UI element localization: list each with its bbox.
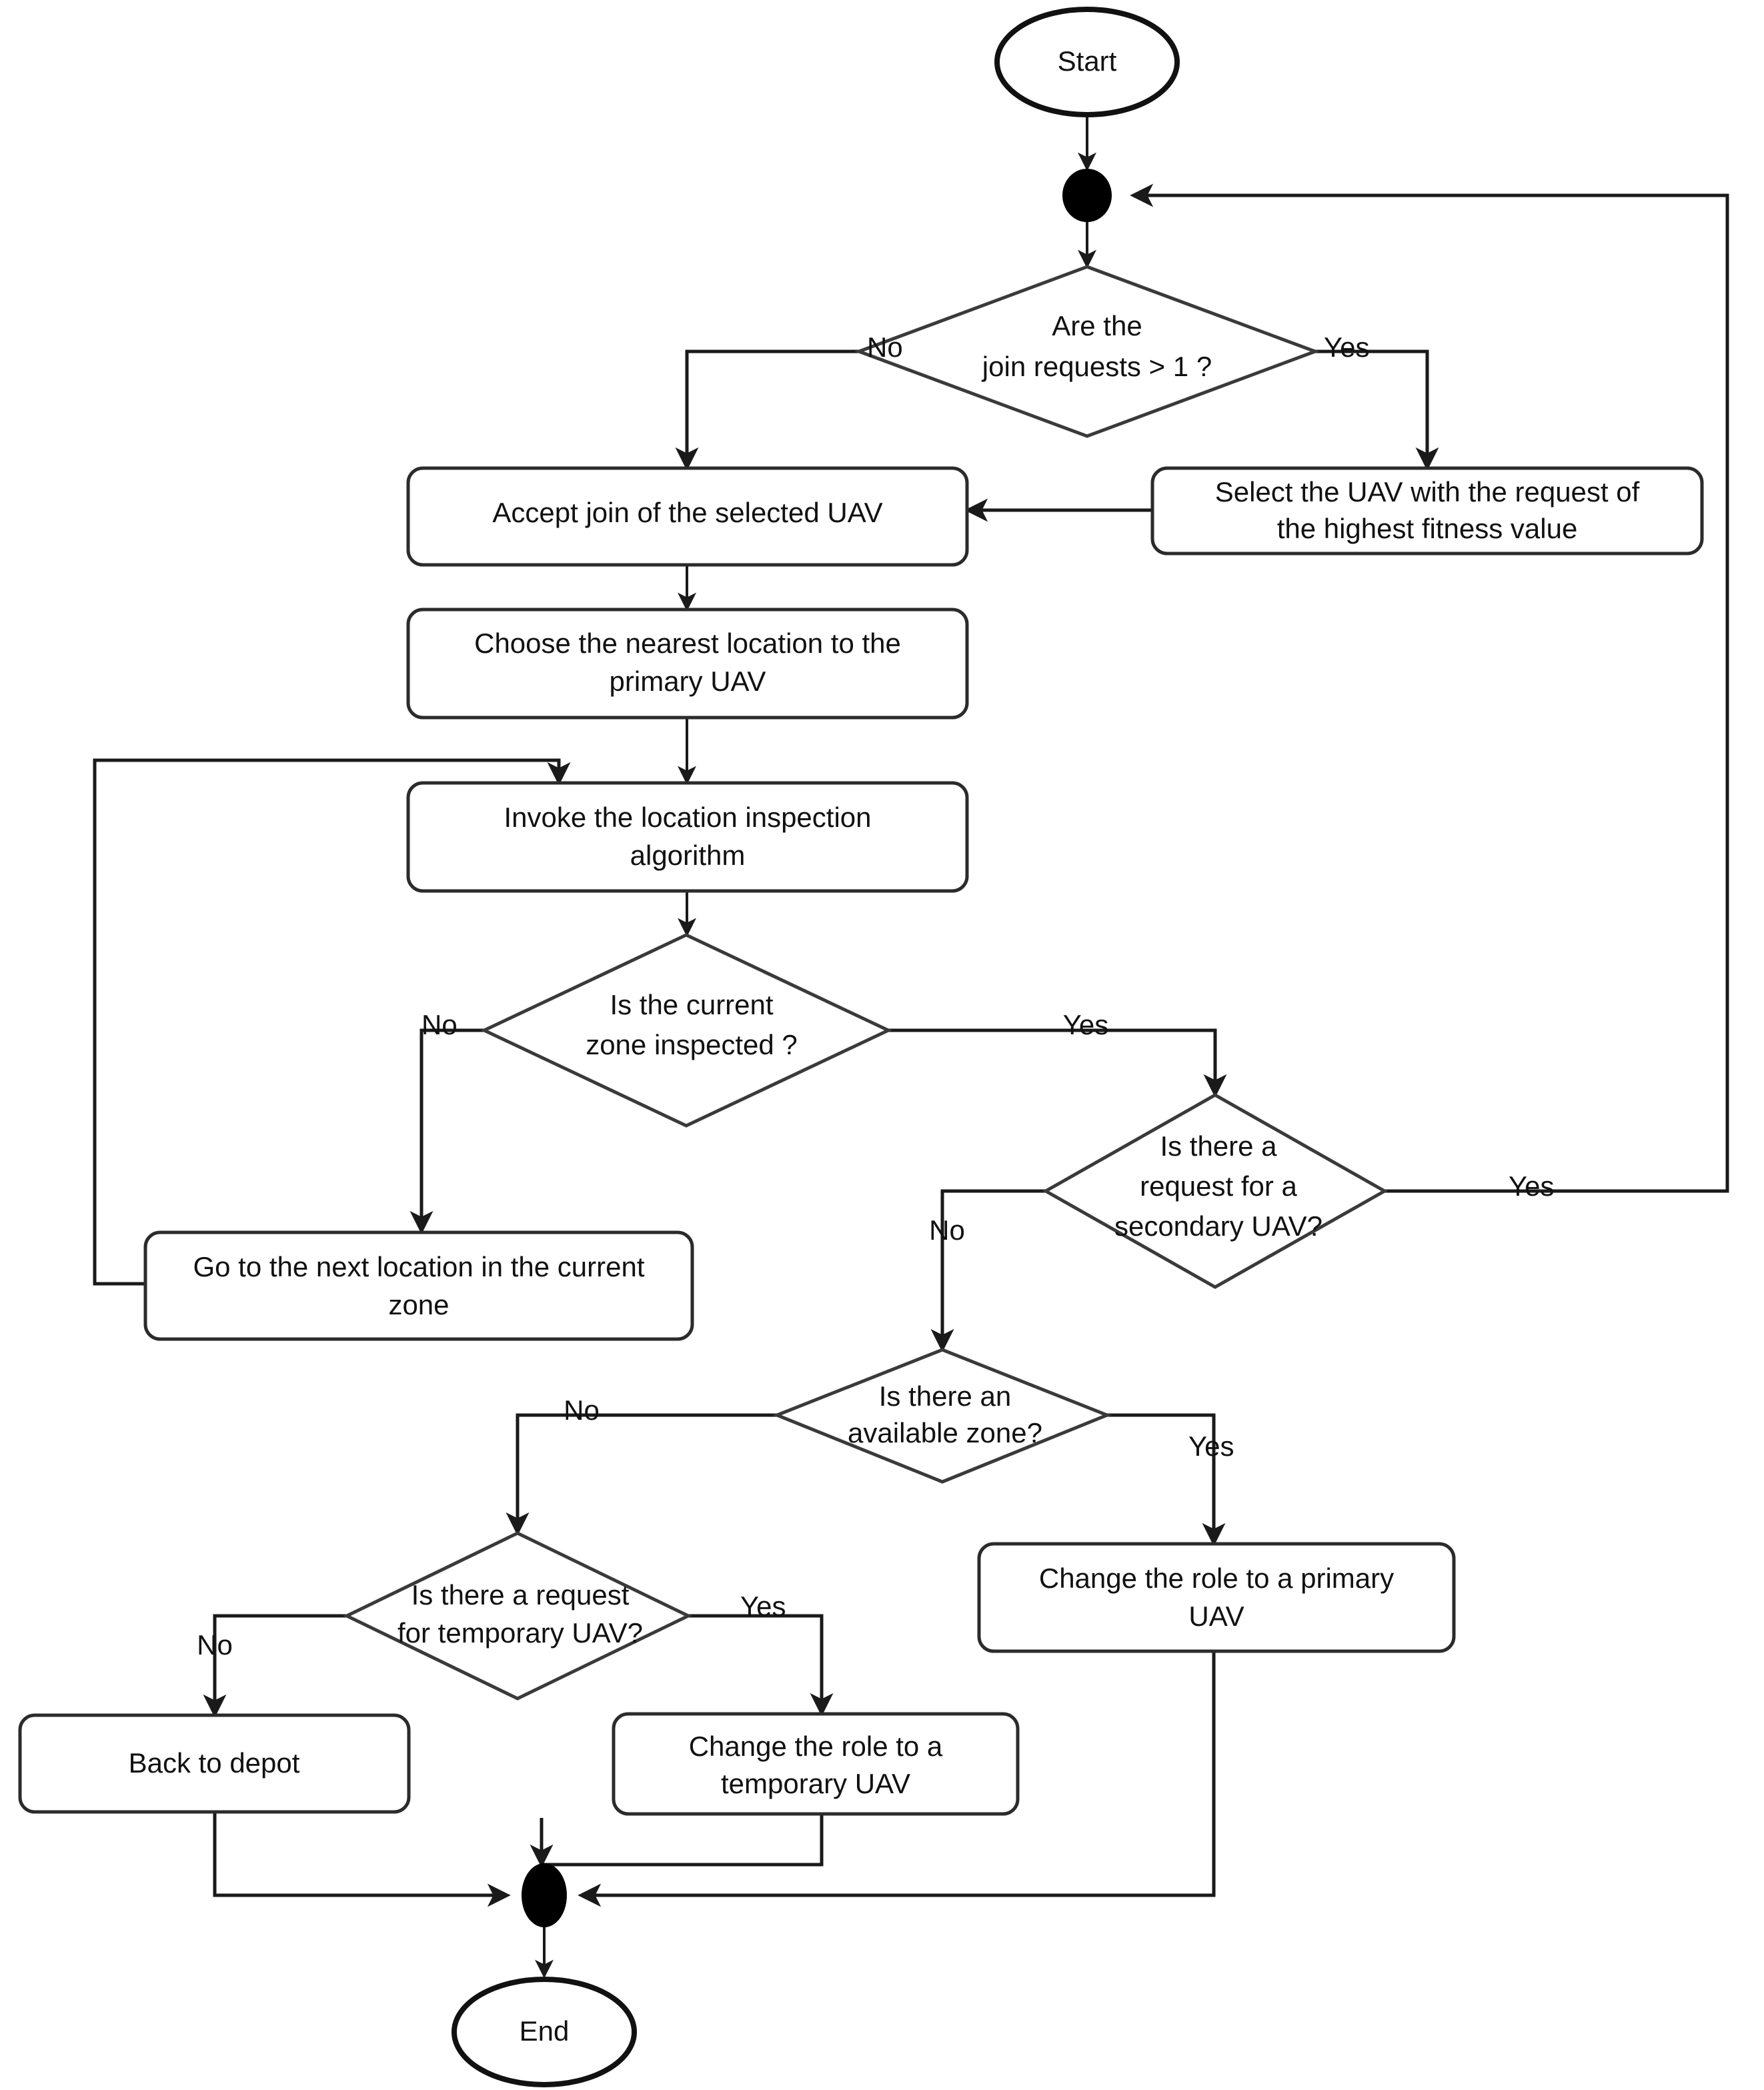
node-role-temporary-line2: temporary UAV — [721, 1768, 910, 1799]
edge-label-join-yes: Yes — [1324, 331, 1370, 363]
node-decision-join-requests-line2: join requests > 1 ? — [981, 351, 1212, 382]
edge-temp-yes-to-role-temp — [688, 1614, 834, 1717]
node-select-uav-line2: the highest fitness value — [1277, 513, 1578, 544]
node-decision-temporary-uav-line1: Is there a request — [411, 1579, 630, 1611]
node-decision-zone-inspected-line2: zone inspected ? — [586, 1029, 798, 1060]
edge-role-temp-to-merge-bottom — [530, 1814, 824, 1868]
edge-label-join-no: No — [867, 331, 903, 363]
node-end[interactable]: End — [452, 1977, 637, 2087]
node-invoke-algorithm[interactable]: Invoke the location inspection algorithm — [406, 781, 969, 893]
edge-label-avail-no: No — [564, 1394, 600, 1426]
node-decision-join-requests[interactable]: Are the join requests > 1 ? — [854, 265, 1320, 438]
edge-zone-no-to-next-location — [409, 1028, 484, 1234]
edge-next-location-loop-to-invoke — [93, 758, 571, 1286]
node-accept-join[interactable]: Accept join of the selected UAV — [406, 466, 969, 567]
node-start[interactable]: Start — [994, 7, 1180, 117]
edge-secondary-no-to-avail-zone — [930, 1189, 1046, 1352]
node-role-primary[interactable]: Change the role to a primary UAV — [977, 1542, 1456, 1653]
node-select-uav-line1: Select the UAV with the request of — [1215, 476, 1640, 507]
edge-label-zone-no: No — [421, 1009, 458, 1040]
node-next-location-line1: Go to the next location in the current — [193, 1251, 644, 1282]
node-start-label: Start — [1058, 45, 1117, 77]
node-next-location-line2: zone — [388, 1289, 449, 1320]
node-role-primary-line2: UAV — [1188, 1601, 1244, 1632]
node-merge-bottom[interactable] — [522, 1863, 567, 1927]
node-invoke-algorithm-line1: Invoke the location inspection — [504, 802, 871, 833]
node-choose-nearest-line2: primary UAV — [610, 666, 766, 697]
edge-avail-yes-to-role-primary — [1107, 1413, 1226, 1546]
node-choose-nearest-location[interactable]: Choose the nearest location to the prima… — [406, 608, 969, 720]
node-decision-zone-inspected-line1: Is the current — [610, 989, 773, 1020]
node-decision-available-zone-line1: Is there an — [879, 1380, 1011, 1412]
edge-label-avail-yes: Yes — [1188, 1430, 1234, 1462]
edge-role-primary-to-merge-bottom — [578, 1651, 1216, 1907]
edge-label-secondary-yes: Yes — [1509, 1170, 1555, 1202]
node-select-uav[interactable]: Select the UAV with the request of the h… — [1150, 466, 1704, 556]
edge-secondary-yes-to-merge-top — [1130, 183, 1729, 1193]
edge-label-temp-yes: Yes — [740, 1591, 786, 1622]
edge-avail-no-to-temp — [506, 1413, 777, 1536]
edge-temp-no-to-back-depot — [203, 1614, 347, 1718]
node-merge-top[interactable] — [1062, 169, 1112, 222]
edge-zone-yes-to-secondary — [888, 1028, 1227, 1098]
node-decision-available-zone[interactable]: Is there an available zone? — [772, 1348, 1112, 1484]
node-role-primary-line1: Change the role to a primary — [1039, 1562, 1394, 1594]
node-end-label: End — [520, 2015, 570, 2047]
node-decision-secondary-uav[interactable]: Is there a request for a secondary UAV? — [1042, 1093, 1389, 1289]
node-invoke-algorithm-line2: algorithm — [630, 840, 746, 871]
edge-back-depot-to-merge-bottom — [213, 1777, 511, 1907]
node-back-to-depot[interactable]: Back to depot — [18, 1713, 411, 1814]
node-decision-temporary-uav[interactable]: Is there a request for temporary UAV? — [343, 1531, 692, 1701]
node-decision-join-requests-line1: Are the — [1052, 310, 1142, 341]
edge-join-no-to-accept — [675, 349, 859, 471]
edge-label-secondary-no: No — [929, 1214, 965, 1246]
node-decision-secondary-uav-line3: secondary UAV? — [1114, 1210, 1322, 1242]
edge-label-zone-yes: Yes — [1063, 1009, 1109, 1040]
edge-join-yes-to-select — [1315, 349, 1439, 471]
edge-label-temp-no: No — [197, 1629, 233, 1661]
node-choose-nearest-line1: Choose the nearest location to the — [474, 628, 901, 659]
node-accept-join-line1: Accept join of the selected UAV — [492, 497, 882, 528]
node-decision-secondary-uav-line2: request for a — [1140, 1170, 1297, 1202]
node-decision-available-zone-line2: available zone? — [848, 1417, 1042, 1448]
node-decision-secondary-uav-line1: Is there a — [1160, 1130, 1277, 1162]
node-decision-zone-inspected[interactable]: Is the current zone inspected ? — [480, 933, 892, 1128]
node-next-location[interactable]: Go to the next location in the current z… — [143, 1230, 694, 1341]
node-decision-temporary-uav-line2: for temporary UAV? — [397, 1617, 643, 1649]
node-role-temporary[interactable]: Change the role to a temporary UAV — [612, 1712, 1020, 1816]
node-back-to-depot-label: Back to depot — [129, 1747, 300, 1779]
node-role-temporary-line1: Change the role to a — [689, 1731, 943, 1762]
